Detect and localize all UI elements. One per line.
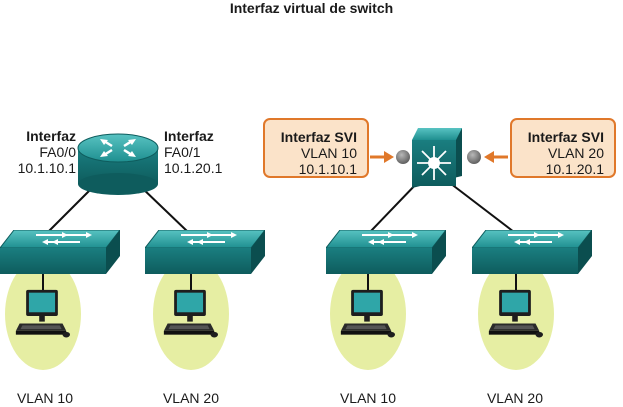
access-switch-2-icon <box>145 230 265 274</box>
svi-left-vlan: VLAN 10 <box>300 145 357 161</box>
diagram-title: Interfaz virtual de switch <box>229 0 394 16</box>
router-left-interface-title: Interfaz <box>26 128 76 144</box>
router-right-interface-ip: 10.1.20.1 <box>164 160 223 176</box>
svi-box-left: Interfaz SVI VLAN 10 10.1.10.1 <box>263 118 369 178</box>
router-right-interface-port: FA0/1 <box>164 144 201 160</box>
svi-right-ip: 10.1.20.1 <box>545 161 604 177</box>
svi-right-vlan: VLAN 20 <box>547 145 604 161</box>
svi-port-left-icon <box>396 150 410 164</box>
router-right-interface-label: Interfaz FA0/1 10.1.20.1 <box>164 128 222 176</box>
router-left-interface-ip: 10.1.10.1 <box>17 160 76 176</box>
access-switch-4-icon <box>472 230 592 274</box>
router-left-interface-port: FA0/0 <box>39 144 76 160</box>
svi-left-title: Interfaz SVI <box>280 129 357 145</box>
host-2-vlan-label: VLAN 20 <box>162 390 220 406</box>
access-switch-3-icon <box>326 230 446 274</box>
router-right-interface-title: Interfaz <box>164 128 214 144</box>
link-router-switch-right <box>139 185 189 233</box>
arrow-left-icon <box>370 151 394 163</box>
router-icon <box>77 133 159 195</box>
host-4-vlan-label: VLAN 20 <box>486 390 544 406</box>
multilayer-switch-icon <box>412 128 462 188</box>
svi-left-ip: 10.1.10.1 <box>298 161 357 177</box>
link-l3-switch-right <box>445 179 515 233</box>
host-3-vlan-label: VLAN 10 <box>339 390 397 406</box>
link-l3-switch-left <box>369 179 421 233</box>
link-router-switch-left <box>47 185 95 233</box>
host-1-vlan-label: VLAN 10 <box>16 390 74 406</box>
arrow-right-icon <box>484 151 508 163</box>
svi-port-right-icon <box>467 150 481 164</box>
router-left-interface-label: Interfaz FA0/0 10.1.10.1 <box>4 128 76 176</box>
svi-box-right: Interfaz SVI VLAN 20 10.1.20.1 <box>510 118 616 178</box>
access-switch-1-icon <box>0 230 120 274</box>
svi-right-title: Interfaz SVI <box>527 129 604 145</box>
